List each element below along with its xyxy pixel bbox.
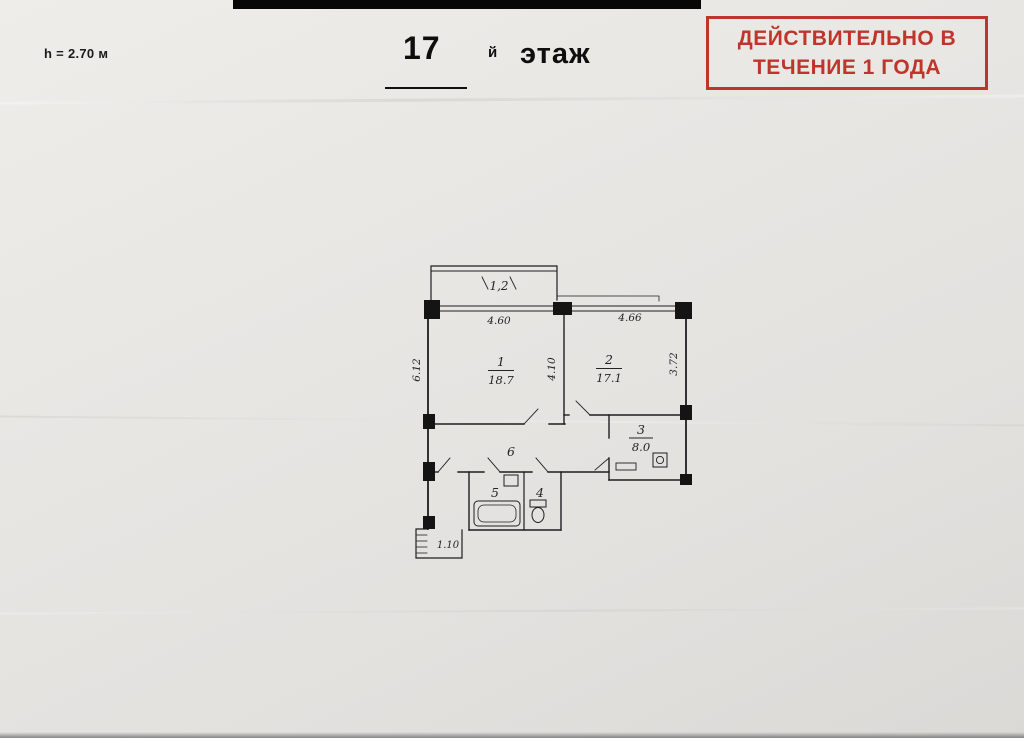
- stair-landing: [415, 528, 463, 559]
- dim-top-left: 4.60: [486, 315, 511, 327]
- room3-area: 8.0: [632, 440, 650, 454]
- walls: [415, 265, 687, 559]
- stamp-line-1: ДЕЙСТВИТЕЛЬНО В: [737, 27, 957, 50]
- paper-crease: [0, 94, 1024, 105]
- floor-number-underline: [385, 87, 467, 89]
- stamp-line-2: ТЕЧЕНИЕ 1 ГОДА: [752, 56, 942, 79]
- built-in-cabinet: [615, 462, 637, 471]
- plan-labels: 1,2 4.60 4.66 6.12 4.10 3.72 1.10 1 18.7…: [411, 279, 680, 551]
- scan-artifact-top-bar: [233, 0, 701, 9]
- dim-top-right: 4.66: [617, 312, 642, 324]
- dim-bottom: 1.10: [437, 540, 460, 551]
- toilet-icon: [531, 507, 545, 523]
- validity-stamp: ДЕЙСТВИТЕЛЬНО В ТЕЧЕНИЕ 1 ГОДА: [706, 16, 988, 90]
- stove-icon: [652, 452, 668, 468]
- washbasin-icon: [503, 474, 519, 487]
- wall-pilasters: [423, 300, 692, 529]
- dim-middle: 4.10: [546, 357, 558, 382]
- balcony-wall: [430, 265, 558, 301]
- facade-line: [556, 295, 660, 302]
- dim-left: 6.12: [411, 358, 423, 382]
- room2-area: 17.1: [596, 371, 622, 385]
- room1-number: 1: [497, 354, 505, 369]
- scan-bottom-edge: [0, 732, 1024, 738]
- paper-crease: [0, 607, 1024, 615]
- room1-area: 18.7: [488, 373, 514, 387]
- room4-number: 4: [535, 485, 544, 500]
- balcony-label: 1,2: [489, 279, 508, 293]
- entry-door: [437, 457, 451, 473]
- room2-number: 2: [604, 352, 613, 367]
- room-label-underlines: [488, 368, 653, 439]
- door-room3: [594, 457, 610, 471]
- toilet-tank-icon: [529, 499, 547, 508]
- door-room1: [523, 408, 539, 425]
- floor-plan-drawing: 1,2 4.60 4.66 6.12 4.10 3.72 1.10 1 18.7…: [411, 265, 692, 559]
- fixtures: [473, 452, 668, 527]
- door-room5: [487, 457, 501, 473]
- room6-number: 6: [507, 444, 515, 459]
- room5-number: 5: [491, 485, 499, 500]
- bathtub-icon: [473, 500, 521, 527]
- floor-number: 17: [403, 30, 441, 66]
- floor-number-suffix: й: [488, 44, 498, 61]
- dim-right: 3.72: [668, 352, 680, 376]
- door-room2: [575, 400, 591, 416]
- ceiling-height-note: h = 2.70 м: [44, 46, 109, 61]
- room3-number: 3: [637, 422, 645, 437]
- floor-word: этаж: [520, 38, 591, 70]
- door-room4: [535, 457, 549, 473]
